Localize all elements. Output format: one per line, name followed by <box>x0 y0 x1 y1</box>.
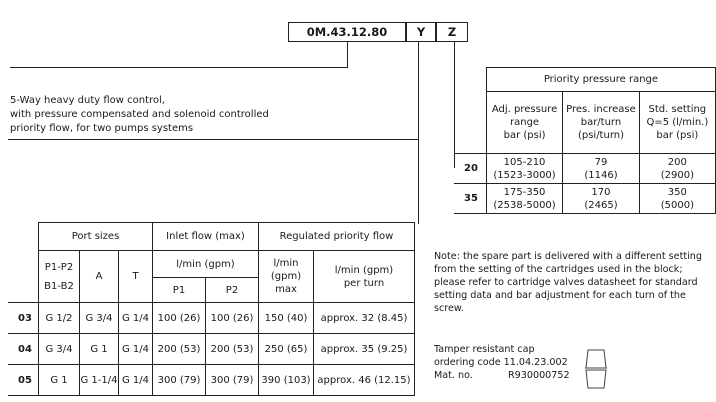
table-cell: G 1-1/4 <box>79 364 119 396</box>
header-a: A <box>79 250 119 303</box>
port-flow-table: Port sizes Inlet flow (max) Regulated pr… <box>8 222 415 396</box>
product-description: 5-Way heavy duty flow control, with pres… <box>10 94 269 136</box>
table-cell: approx. 46 (12.15) <box>313 364 415 396</box>
table-cell: 175-350(2538-5000) <box>485 183 564 214</box>
table-row: 05 G 1 G 1-1/4 G 1/4 300 (79) 300 (79) 3… <box>8 364 415 396</box>
tamper-cap-ordering-code: ordering code 11.04.23.002 <box>434 357 568 368</box>
connector-y <box>418 42 419 224</box>
table-cell: G 1/2 <box>38 302 80 334</box>
connector-base <box>347 42 348 67</box>
header-p1: P1 <box>152 277 206 303</box>
ordering-code-base: 0M.43.12.80 <box>288 22 406 42</box>
row-code: 20 <box>454 153 487 184</box>
table-cell: G 3/4 <box>38 333 80 365</box>
table-cell: G 1 <box>38 364 80 396</box>
table-cell: approx. 32 (8.45) <box>313 302 415 334</box>
row-code: 35 <box>454 183 487 214</box>
row-code: 04 <box>8 333 39 365</box>
table-cell: 200 (53) <box>152 333 206 365</box>
table-cell: 100 (26) <box>152 302 206 334</box>
table-cell: 105-210(1523-3000) <box>485 153 564 184</box>
priority-table-title: Priority pressure range <box>485 67 716 92</box>
table-cell: G 1/4 <box>118 333 153 365</box>
table-cell: 200 (53) <box>205 333 259 365</box>
group-inlet-flow: Inlet flow (max) <box>152 222 259 251</box>
table-cell: 350(5000) <box>638 183 716 214</box>
spare-part-note: Note: the spare part is delivered with a… <box>434 251 702 314</box>
row-code: 03 <box>8 302 39 334</box>
header-reg-max: l/min(gpm)max <box>258 250 314 303</box>
description-line-3: priority flow, for two pumps systems <box>10 123 194 134</box>
header-p2: P2 <box>205 277 259 303</box>
table-row: 35 175-350(2538-5000) 170(2465) 350(5000… <box>454 183 716 214</box>
row-code: 05 <box>8 364 39 396</box>
table-cell: 100 (26) <box>205 302 259 334</box>
header-per-turn: l/min (gpm)per turn <box>313 250 415 303</box>
table-cell: 200(2900) <box>638 153 716 184</box>
description-line-2: with pressure compensated and solenoid c… <box>10 109 269 120</box>
group-port-sizes: Port sizes <box>38 222 153 251</box>
ordering-code-z: Z <box>436 22 468 42</box>
table-cell: 170(2465) <box>562 183 640 214</box>
connector-desc-line <box>8 139 418 140</box>
description-line-1: 5-Way heavy duty flow control, <box>10 95 165 106</box>
mat-no-label: Mat. no. <box>434 370 473 381</box>
table-row: 20 105-210(1523-3000) 79(1146) 200(2900) <box>454 153 716 184</box>
table-cell: G 3/4 <box>79 302 119 334</box>
table-row: 03 G 1/2 G 3/4 G 1/4 100 (26) 100 (26) 1… <box>8 302 415 334</box>
table-cell: approx. 35 (9.25) <box>313 333 415 365</box>
group-regulated-flow: Regulated priority flow <box>258 222 415 251</box>
table-cell: G 1 <box>79 333 119 365</box>
table-cell: 79(1146) <box>562 153 640 184</box>
table-cell: G 1/4 <box>118 302 153 334</box>
ordering-code-y: Y <box>406 22 436 42</box>
table-row: 04 G 3/4 G 1 G 1/4 200 (53) 200 (53) 250… <box>8 333 415 365</box>
tamper-cap-title: Tamper resistant cap <box>434 344 535 355</box>
table-cell: 390 (103) <box>258 364 314 396</box>
table-cell: 300 (79) <box>205 364 259 396</box>
tamper-cap-info: Tamper resistant cap ordering code 11.04… <box>434 343 570 382</box>
table-cell: 300 (79) <box>152 364 206 396</box>
connector-base-h <box>10 67 348 68</box>
table-cell: G 1/4 <box>118 364 153 396</box>
table-cell: 150 (40) <box>258 302 314 334</box>
header-lmin: l/min (gpm) <box>152 250 259 278</box>
tamper-cap-icon <box>585 349 607 389</box>
table-cell: 250 (65) <box>258 333 314 365</box>
header-t: T <box>118 250 153 303</box>
mat-no-value: R930000752 <box>508 370 570 381</box>
